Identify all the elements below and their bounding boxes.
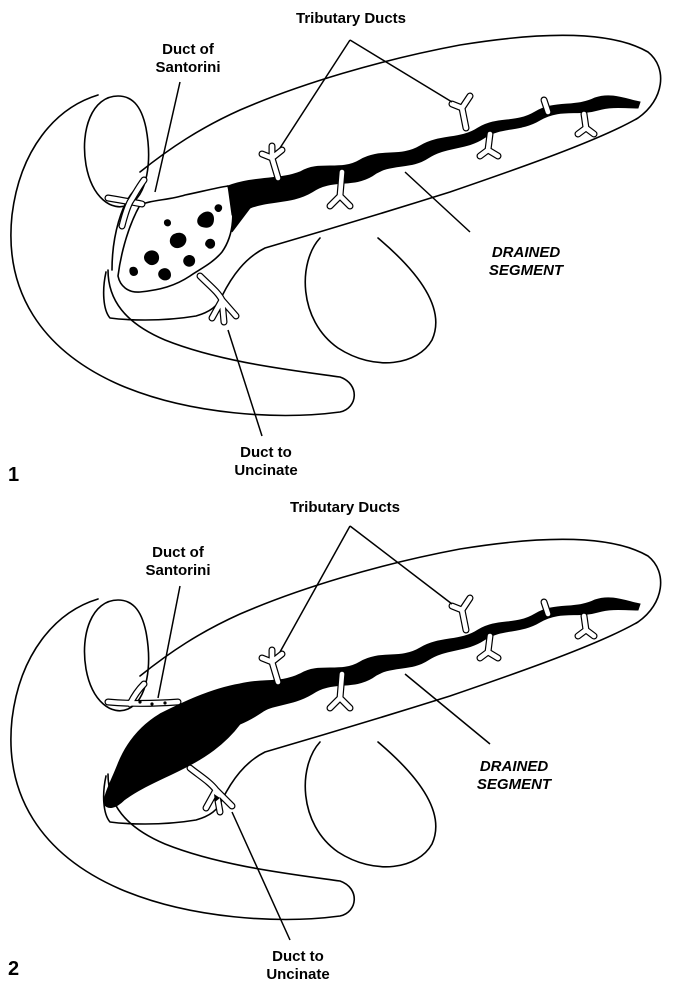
- panel-number: 1: [8, 464, 19, 486]
- label-drained-segment: DRAINED SEGMENT: [474, 758, 554, 794]
- label-line: DRAINED: [474, 758, 554, 776]
- label-line: Uncinate: [258, 966, 338, 984]
- label-line: Santorini: [150, 59, 226, 77]
- label-duct-to-uncinate: Duct to Uncinate: [258, 948, 338, 984]
- pancreas-outline: [104, 539, 661, 824]
- diagram-panel-1: Tributary Ducts Duct of Santorini DRAINE…: [0, 0, 678, 494]
- label-line: Duct to: [226, 444, 306, 462]
- leader-tributary-left: [280, 40, 350, 148]
- pancreatic-stones: [129, 204, 222, 280]
- label-tributary-ducts: Tributary Ducts: [296, 10, 406, 28]
- leader-santorini: [158, 586, 180, 698]
- label-duct-of-santorini: Duct of Santorini: [140, 544, 216, 580]
- leader-uncinate: [228, 330, 262, 436]
- label-duct-of-santorini: Duct of Santorini: [150, 41, 226, 77]
- label-duct-to-uncinate: Duct to Uncinate: [226, 444, 306, 480]
- leader-drained-segment: [405, 172, 470, 232]
- panel-number: 2: [8, 958, 19, 980]
- mesenteric-vessels-outline: [305, 742, 436, 867]
- label-drained-segment: DRAINED SEGMENT: [486, 244, 566, 280]
- leader-tributary-right: [350, 526, 452, 604]
- label-line: DRAINED: [486, 244, 566, 262]
- leader-tributary-left: [280, 526, 350, 652]
- duodenum-outline: [11, 95, 354, 415]
- label-line: SEGMENT: [474, 776, 554, 794]
- label-line: Santorini: [140, 562, 216, 580]
- mesenteric-vessels-outline: [305, 238, 436, 363]
- leader-santorini: [155, 82, 180, 192]
- label-tributary-ducts: Tributary Ducts: [290, 499, 400, 517]
- label-line: Uncinate: [226, 462, 306, 480]
- diagram-panel-2: Tributary Ducts Duct of Santorini DRAINE…: [0, 494, 678, 988]
- label-line: Duct to: [258, 948, 338, 966]
- label-line: Duct of: [150, 41, 226, 59]
- label-line: Duct of: [140, 544, 216, 562]
- pancreas-illustration-1: [0, 0, 678, 494]
- label-line: SEGMENT: [486, 262, 566, 280]
- leader-uncinate: [232, 812, 290, 940]
- pancreas-illustration-2: [0, 494, 678, 988]
- leader-drained-segment: [405, 674, 490, 744]
